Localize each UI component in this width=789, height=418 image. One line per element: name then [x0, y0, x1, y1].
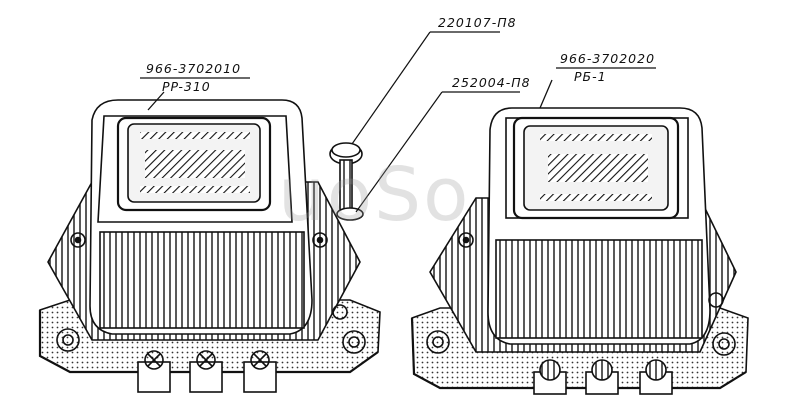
- left-regulator-unit: [38, 77, 381, 393]
- left-terminal-row: [137, 350, 277, 393]
- washer-callout-label: 252004-П8: [452, 75, 531, 90]
- screw-callout-label: 220107-П8: [438, 15, 517, 30]
- watermark: uoSo: [278, 152, 471, 238]
- screw-and-washer: [329, 31, 520, 221]
- right-part-number-label: 966-3702020: [560, 51, 656, 66]
- left-part-number-label: 966-3702010: [146, 61, 242, 76]
- right-terminal-row: [533, 359, 673, 395]
- right-model-label: PБ-1: [574, 69, 607, 84]
- right-regulator-unit: [410, 67, 749, 395]
- left-model-label: PP-310: [162, 79, 211, 94]
